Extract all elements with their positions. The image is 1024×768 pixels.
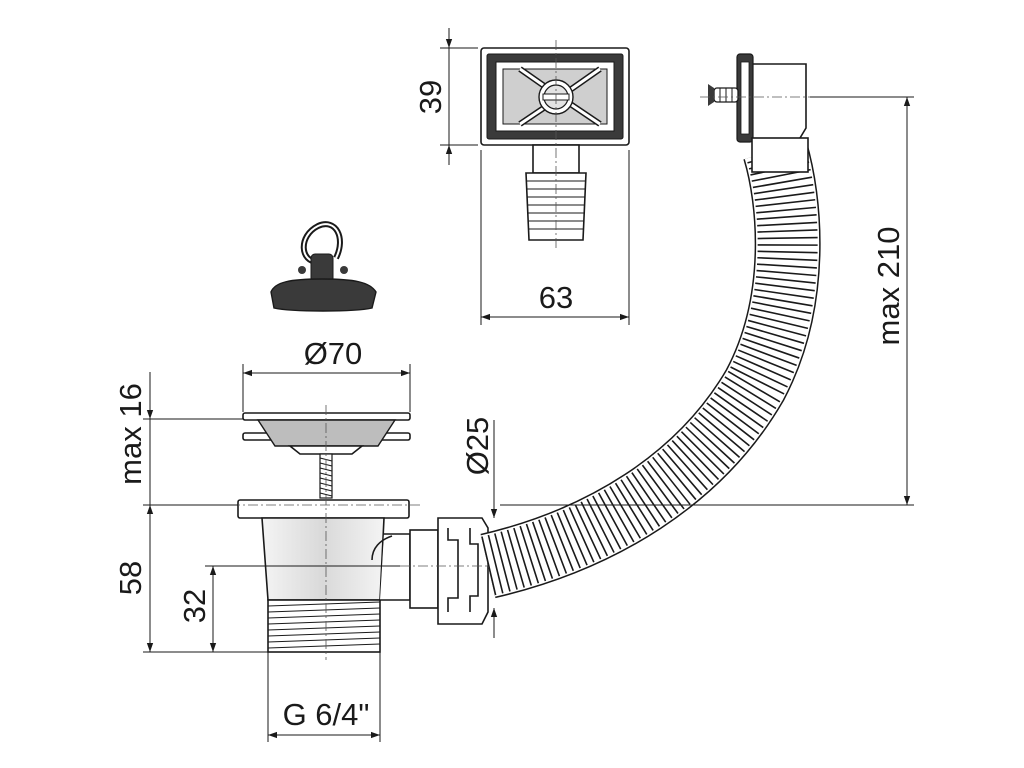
dimension-63: 63 bbox=[480, 150, 630, 325]
overflow-connector bbox=[700, 53, 820, 173]
dimension-39-label: 39 bbox=[413, 80, 448, 114]
dimension-max-16: max 16 bbox=[113, 372, 243, 506]
dimension-63-label: 63 bbox=[539, 280, 573, 315]
rubber-stopper-icon bbox=[270, 221, 377, 312]
dimension-thread-g-label: G 6/4" bbox=[283, 697, 370, 732]
dimension-max-210: max 210 bbox=[500, 96, 914, 506]
corrugated-hose bbox=[480, 140, 821, 599]
screw-icon bbox=[708, 84, 739, 106]
dimension-diameter-25-label: Ø25 bbox=[460, 417, 495, 476]
overflow-grille bbox=[480, 40, 630, 248]
dimension-max-210-label: max 210 bbox=[871, 227, 906, 346]
dimension-39: 39 bbox=[413, 28, 478, 165]
dimension-diameter-70: Ø70 bbox=[242, 336, 411, 412]
dimension-58: 58 bbox=[113, 505, 268, 653]
dimension-diameter-25: Ø25 bbox=[460, 417, 498, 638]
dimension-max-16-label: max 16 bbox=[113, 383, 148, 485]
dimension-32-label: 32 bbox=[177, 589, 212, 623]
dimension-thread-g: G 6/4" bbox=[267, 652, 381, 742]
dimension-58-label: 58 bbox=[113, 561, 148, 595]
dimension-diameter-70-label: Ø70 bbox=[304, 336, 363, 371]
sink-strainer bbox=[230, 405, 500, 660]
dimension-32: 32 bbox=[177, 565, 400, 652]
